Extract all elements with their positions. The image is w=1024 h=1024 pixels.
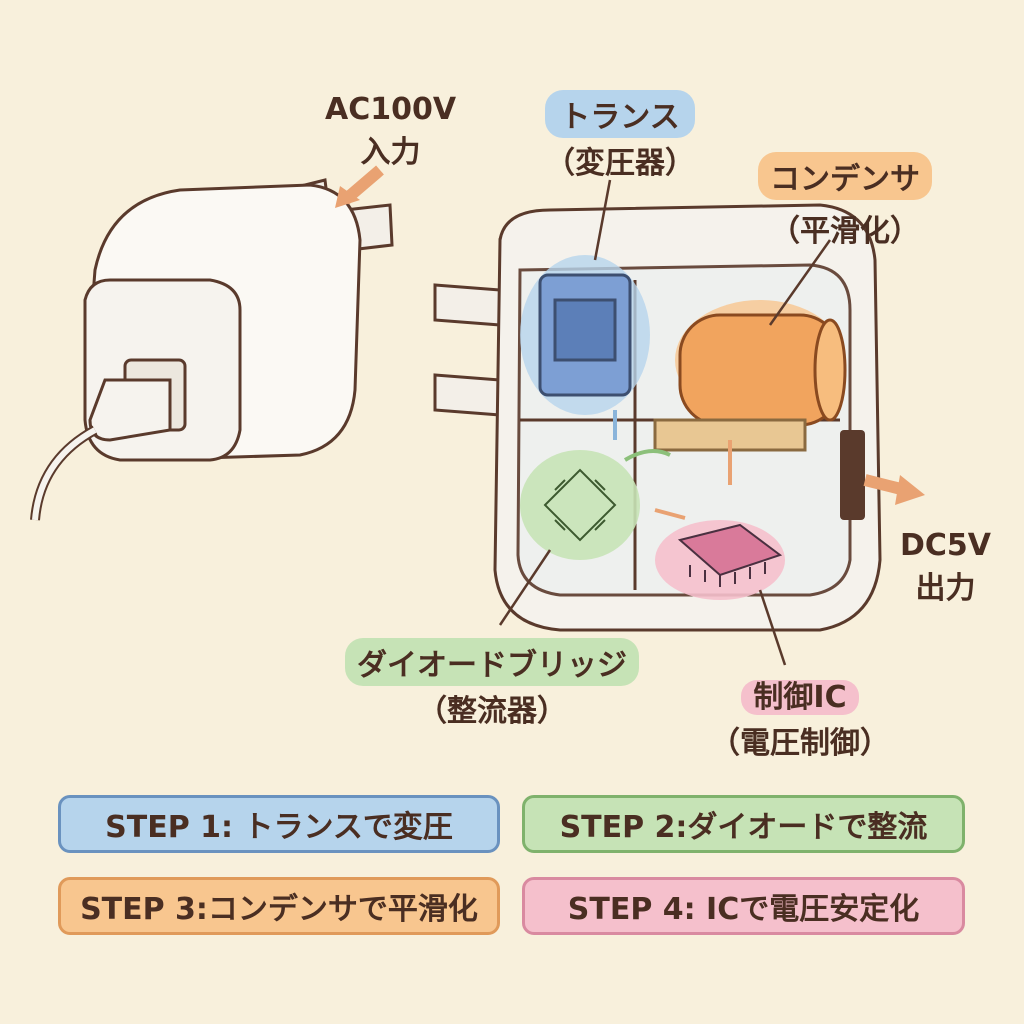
diode-bridge-highlight (520, 450, 640, 560)
flow-arrows (613, 410, 732, 520)
diode-bridge-label: ダイオードブリッジ （整流器） (345, 638, 639, 730)
leader-lines (498, 179, 832, 666)
diode-bridge-icon (543, 468, 617, 542)
step-3-box: STEP 3:コンデンサで平滑化 (58, 877, 500, 935)
capacitor-icon (653, 313, 847, 452)
control-ic-icon (677, 523, 783, 587)
transformer-label: トランス （変圧器） (545, 90, 695, 182)
step-4-box: STEP 4: ICで電圧安定化 (522, 877, 965, 935)
usb-charger-exterior (30, 178, 394, 521)
step-2-box: STEP 2:ダイオードで整流 (522, 795, 965, 853)
control-ic-label: 制御IC （電圧制御） (710, 670, 890, 762)
transformer-icon (538, 273, 632, 397)
step-1-box: STEP 1: トランスで変圧 (58, 795, 500, 853)
capacitor-label: コンデンサ （平滑化） (758, 152, 932, 250)
usb-port-icon (840, 430, 865, 520)
control-ic-name: 制御IC (729, 670, 870, 718)
